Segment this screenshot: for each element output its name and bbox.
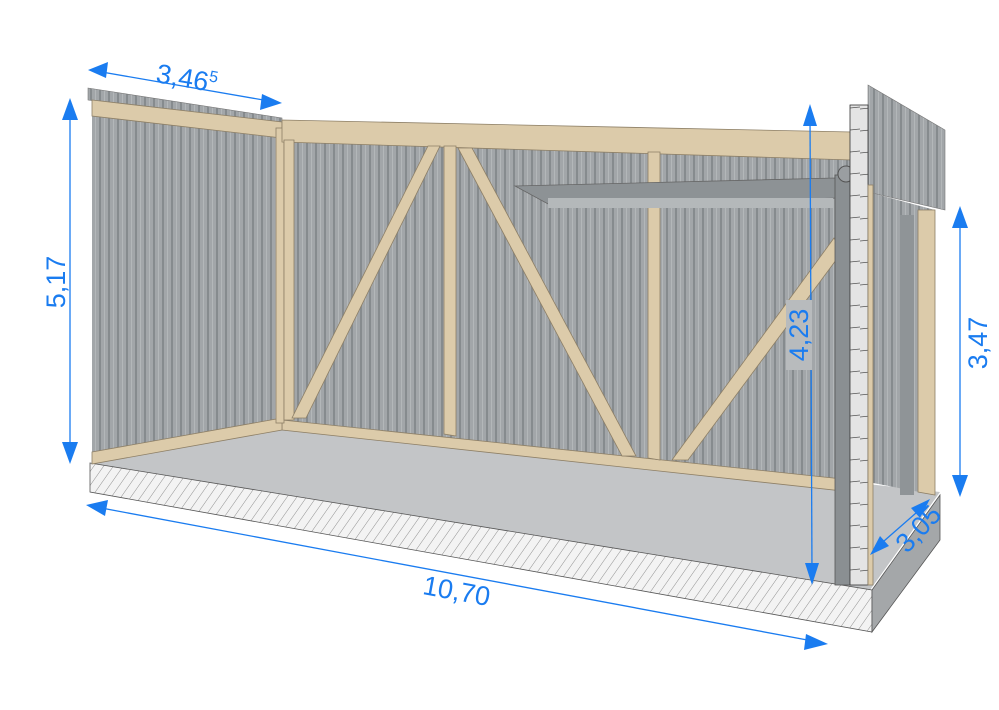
svg-text:3,465: 3,465 bbox=[154, 58, 220, 98]
dimension-left-wall-height: 5,17 bbox=[41, 98, 78, 464]
dimension-label: 4,23 bbox=[784, 309, 814, 362]
timber-posts bbox=[283, 139, 661, 461]
dimension-label: 5,17 bbox=[41, 256, 71, 309]
brick-pillar bbox=[849, 104, 874, 586]
dimension-label: 3,46 bbox=[154, 58, 211, 97]
dimension-label: 3,47 bbox=[963, 317, 993, 370]
dimension-superscript: 5 bbox=[208, 68, 220, 86]
left-wall bbox=[87, 87, 285, 465]
concrete-slab bbox=[89, 420, 941, 634]
right-side-wall bbox=[867, 84, 946, 496]
timber-braces bbox=[291, 145, 843, 461]
dimension-right-side-height: 3,47 bbox=[952, 206, 993, 497]
dimension-label: 10,70 bbox=[421, 570, 493, 612]
dimension-door-height: 4,23 bbox=[784, 104, 819, 585]
